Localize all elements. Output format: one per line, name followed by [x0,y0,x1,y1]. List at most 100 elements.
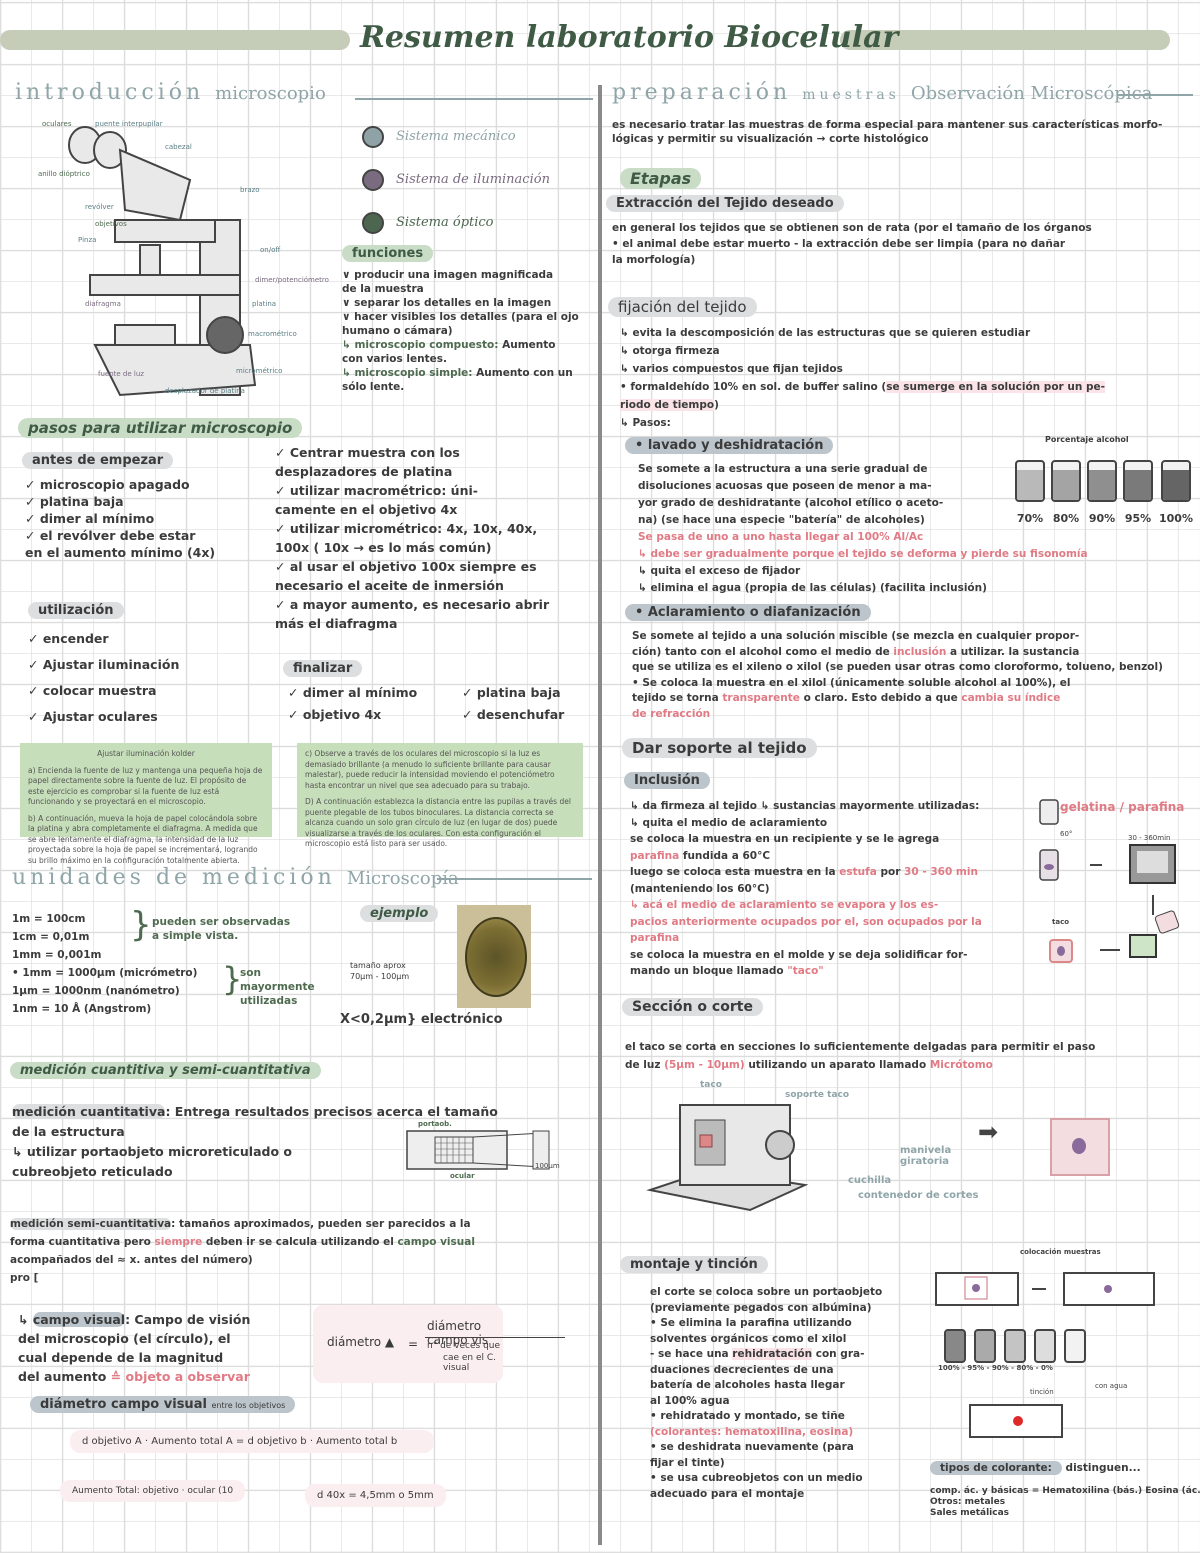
arrow-right-icon: ➡ [978,1118,999,1146]
text-line: de la muestra [342,283,424,295]
tipos-item: Otros: metales [930,1497,1006,1507]
text-line: tejido se torna transparente o claro. Es… [632,691,1163,707]
text-line: más el diafragma [275,616,398,631]
text-line: ↳ elimina el agua (propia de las células… [638,582,987,594]
legend-label: Sistema mecánico [396,129,516,144]
tipos-item: comp. ác. y básicas = Hematoxilina (bás.… [930,1486,1200,1496]
part-label: fuente de luz [98,370,144,378]
diametro-campo-title: diámetro campo visual entre los objetivo… [30,1396,296,1413]
heading-sub: muestras [802,87,900,103]
part-label: cabezal [165,143,192,151]
finalizar-list-1: ✓ dimer al mínimo ✓ objetivo 4x [288,682,417,726]
text-line: ↳ quita el exceso de fijador [638,565,801,577]
text-line: 1mm = 0,001m [12,949,102,961]
microtome-illustration [646,1104,809,1212]
brace-2: } [222,960,243,998]
heading-text: unidades de medición [12,865,336,890]
text-line: de la estructura [12,1124,125,1139]
text-line: 1m = 100cm [12,913,86,925]
text-segment: ↳ microscopio simple: [342,367,473,379]
text-line: pro [ [10,1272,39,1284]
text-line: es necesario tratar las muestras de form… [612,119,1163,131]
part-label: brazo [240,186,260,194]
part-label: diafragma [85,300,121,308]
formula-eq: = [408,1337,419,1351]
text-line: utilizadas [240,995,298,1007]
text-line: se coloca la muestra en el molde y se de… [630,948,968,961]
beaker-label: 70% [1016,512,1044,525]
text-line: de refracción [632,707,1163,723]
microtome-label: manivela giratoria [900,1145,952,1167]
cuant-text: medición cuantitativa: Entrega resultado… [12,1102,498,1182]
text-line: • 1mm = 1000µm (micrómetro) [12,967,198,979]
heading-sub: microscopio [215,83,326,104]
text-line: pacios anteriormente ocupados por el, so… [630,914,982,931]
text-line: ✓ al usar el objetivo 100x siempre es [275,559,537,574]
utilizacion-list: ✓ encender✓ Ajustar iluminación✓ colocar… [28,626,179,730]
heading-text: introducción [15,80,205,105]
title-note: entre los objetivos [211,1401,286,1410]
nosepiece [114,219,216,243]
text-segment: ↳ acá el medio de aclaramiento se evapor… [630,899,939,911]
text-line: desplazadores de platina [275,464,453,479]
microtome-label: contenedor de cortes [858,1190,979,1201]
prep-heading: preparación muestras Observación Microsc… [612,80,1152,105]
microtome-label: soporte taco [785,1090,850,1100]
text-line: • Se elimina la parafina utilizando [650,1317,852,1329]
microtome-label: cuchilla [848,1175,892,1186]
tincion-label: 100% - 95% - 90% - 80% - 0% [938,1364,1053,1372]
beaker-label: 80% [1052,512,1080,525]
koehler-box-2: c) Observe a través de los oculares del … [297,743,583,848]
text-line: luego se coloca esta muestra en la estuf… [630,864,982,881]
unidades-heading: unidades de medición Microscopía [12,865,459,890]
text-line: forma cuantitativa pero siempre deben ir… [10,1233,475,1251]
text-line: acompañados del ≈ x. antes del número) [10,1254,253,1266]
beaker-icon [1015,460,1045,502]
legend-item: Sistema de iluminación [362,158,550,201]
text-segment: estufa [839,866,877,878]
text-line: en general los tejidos que se obtienen s… [612,222,1092,234]
formula-f1: d objetivo A · Aumento total A = d objet… [70,1430,434,1453]
legend-item: Sistema óptico [362,201,550,244]
text-line: na) (se hace una especie "batería" de al… [638,514,925,526]
beaker: 90% [1087,460,1117,525]
tipos-text: distinguen... [1065,1462,1141,1474]
circle-mecanico-icon [362,125,384,148]
text-line: ción) tanto con el alcohol como el medio… [632,645,1163,661]
part-label: objetivos [95,220,127,228]
text-line: del aumento ≙ objeto a observar [18,1367,250,1386]
text-line: mando un bloque llamado "taco" [630,963,982,980]
tincion-label: colocación muestras [1020,1248,1101,1256]
text-line: mayormente [240,981,315,993]
text-segment: (5µm - 10µm) [664,1059,745,1071]
text-segment: pacios anteriormente ocupados por el, so… [630,915,982,928]
medicion-heading: medición cuantitiva y semi-cuantitativa [10,1062,321,1079]
text-line: ✓ encender [28,631,109,646]
text-segment: 30 - 360 min [904,866,978,878]
finalizar-item: ✓ dimer al mínimo [288,685,418,700]
inclusion-title: Inclusión [624,772,710,789]
text-segment: con gra- [812,1348,865,1360]
text-segment: ≙ objeto a observar [110,1369,250,1384]
part-label: desplazador de platina [165,387,245,395]
text-line: (manteniendo los 60°C) [630,882,770,895]
circle-optico-icon [362,211,384,234]
text-line: 1cm = 0,01m [12,931,90,943]
text-line: ✓ platina baja [25,494,124,509]
text-segment: : Entrega resultados precisos acerca el … [165,1104,498,1119]
beaker-icon [1087,460,1117,502]
text-segment: forma cuantitativa pero [10,1236,155,1248]
cell-shape [465,917,527,997]
reticle-slide-diagram [406,1130,550,1170]
text-line: el taco se corta en secciones lo suficie… [625,1041,1096,1053]
text-segment: parafina [630,849,680,862]
text-segment: transparente [722,692,800,704]
text-line: que se utiliza es el xileno o xilol (se … [632,661,1163,673]
tipos-item: Sales metálicas [930,1508,1010,1518]
text-line: ✓ colocar muestra [28,683,157,698]
formula-f2: Aumento Total: objetivo · ocular (10 [60,1480,246,1502]
beaker-fill [1125,469,1151,500]
text-line: • el animal debe estar muerto - la extra… [612,238,1066,250]
legend-item: Sistema mecánico [362,115,550,158]
